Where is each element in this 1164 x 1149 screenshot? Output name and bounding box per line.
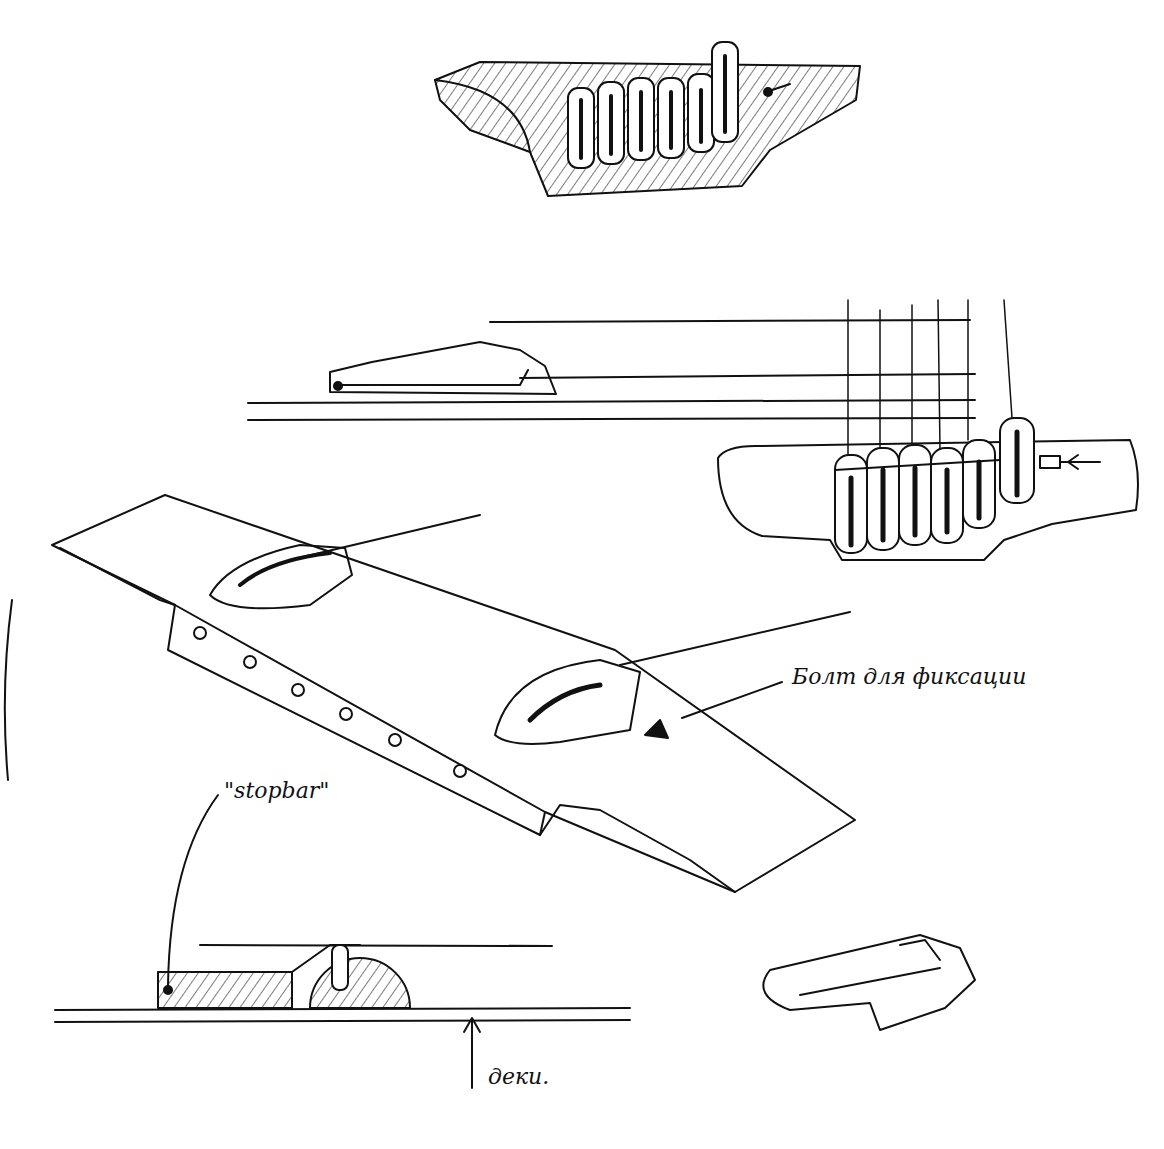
- bridge-front-strings: [718, 300, 1138, 560]
- bridge-perspective: [5, 495, 855, 892]
- bridge-side-view: [248, 320, 975, 420]
- clip-piece: [763, 935, 975, 1030]
- part-label: деки.: [486, 1064, 551, 1089]
- stopbar-section: [55, 795, 630, 1088]
- callout-label: Болт для фиксации: [790, 664, 1028, 689]
- bridge-front-hatched: [435, 42, 860, 196]
- part-label: "stopbar": [222, 778, 331, 803]
